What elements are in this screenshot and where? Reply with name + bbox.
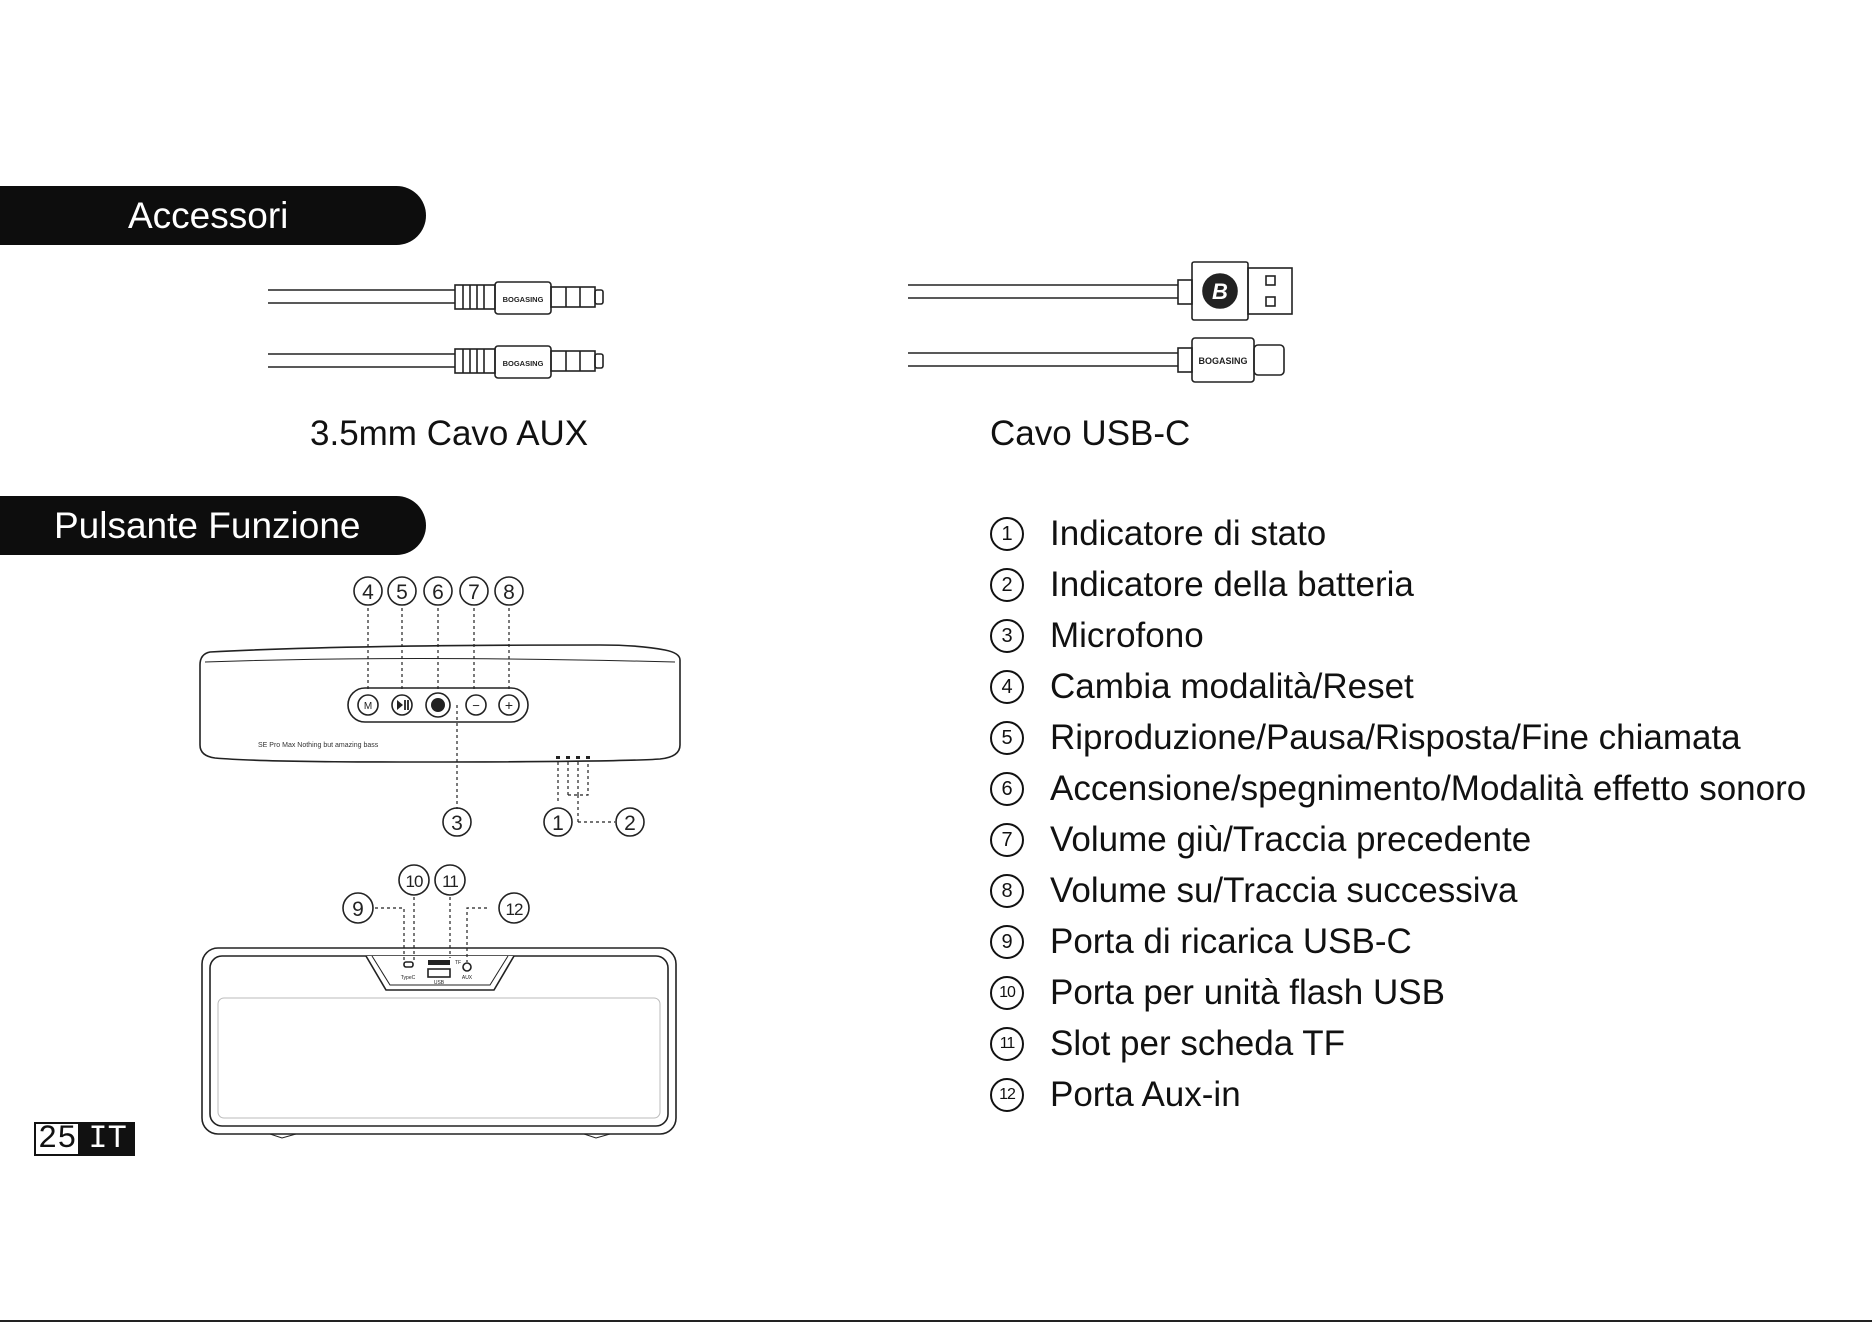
bottom-divider <box>0 1320 1872 1322</box>
function-button-list: 1 Indicatore di stato 2 Indicatore della b… <box>990 508 1806 1120</box>
callout-circles-top: 4 5 6 7 8 3 1 2 <box>353 576 645 837</box>
list-item: 8 Volume su/Traccia successiva <box>990 865 1806 916</box>
port-aux-label: AUX <box>462 975 473 981</box>
list-item-label: Porta Aux-in <box>1050 1074 1241 1114</box>
list-item-label: Indicatore della batteria <box>1050 564 1414 604</box>
section-title-accessories: Accessori <box>0 186 426 245</box>
port-usb-label: USB <box>434 980 445 986</box>
list-item-label: Microfono <box>1050 615 1204 655</box>
page-number-badge: 25 IT <box>34 1122 135 1156</box>
aux-brand-label: BOGASING <box>503 359 544 368</box>
usb-brand-label: BOGASING <box>1198 356 1247 366</box>
volume-up-icon: + <box>505 697 513 713</box>
power-button-icon <box>431 698 445 712</box>
callout-9: 9 <box>352 898 364 921</box>
speaker-front-view: TypeC USB TF AUX <box>201 947 677 1139</box>
play-pause-icon <box>397 700 403 710</box>
list-item-label: Riproduzione/Pausa/Risposta/Fine chiamat… <box>1050 717 1741 757</box>
list-item: 7 Volume giù/Traccia precedente <box>990 814 1806 865</box>
list-item-label: Porta per unità flash USB <box>1050 972 1445 1012</box>
callout-5: 5 <box>396 581 408 604</box>
list-item: 10 Porta per unità flash USB <box>990 967 1806 1018</box>
mode-button-icon: M <box>364 701 372 712</box>
callout-4: 4 <box>362 581 374 604</box>
callout-leader-lines-ports <box>375 897 487 962</box>
list-item-number: 3 <box>990 618 1024 653</box>
callout-1: 1 <box>552 812 564 835</box>
volume-down-icon: − <box>472 698 480 713</box>
port-tf-label: TF <box>455 960 461 966</box>
list-item: 6 Accensione/spegnimento/Modalità effetto… <box>990 763 1806 814</box>
list-item: 3 Microfono <box>990 610 1806 661</box>
list-item-number: 2 <box>990 567 1024 602</box>
usb-cable-caption: Cavo USB-C <box>990 414 1191 453</box>
list-item: 1 Indicatore di stato <box>990 508 1806 559</box>
list-item-number: 11 <box>990 1026 1024 1061</box>
aux-cable-illustration-1: BOGASING <box>268 281 604 315</box>
list-item-number: 4 <box>990 669 1024 704</box>
list-item: 12 Porta Aux-in <box>990 1069 1806 1120</box>
list-item: 5 Riproduzione/Pausa/Risposta/Fine chiama… <box>990 712 1806 763</box>
usb-a-cable-illustration: B <box>908 261 1293 321</box>
aux-brand-label: BOGASING <box>503 295 544 304</box>
callout-12: 12 <box>506 900 523 919</box>
brand-logo-icon: B <box>1212 279 1228 304</box>
aux-cable-caption: 3.5mm Cavo AUX <box>310 414 589 453</box>
list-item-label: Accensione/spegnimento/Modalità effetto … <box>1050 768 1807 808</box>
list-item-number: 6 <box>990 771 1024 806</box>
callout-6: 6 <box>432 581 444 604</box>
list-item-label: Volume su/Traccia successiva <box>1050 870 1518 910</box>
language-code: IT <box>80 1122 135 1156</box>
callout-10: 10 <box>406 872 423 891</box>
list-item: 2 Indicatore della batteria <box>990 559 1806 610</box>
callout-8: 8 <box>503 581 515 604</box>
usb-c-cable-illustration: BOGASING <box>908 337 1285 383</box>
speaker-top-view: M − + SE Pro Max Nothing but amazing bas… <box>199 644 681 763</box>
callout-circles-ports: 9 10 11 12 <box>342 864 530 924</box>
list-item-number: 8 <box>990 873 1024 908</box>
list-item-label: Volume giù/Traccia precedente <box>1050 819 1532 859</box>
port-typec-label: TypeC <box>401 975 416 981</box>
callout-3: 3 <box>451 812 463 835</box>
list-item: 4 Cambia modalità/Reset <box>990 661 1806 712</box>
callout-7: 7 <box>468 581 480 604</box>
list-item-label: Cambia modalità/Reset <box>1050 666 1414 706</box>
callout-11: 11 <box>442 872 458 891</box>
aux-cable-illustration-2: BOGASING <box>268 345 604 379</box>
list-item-number: 7 <box>990 822 1024 857</box>
section-title-function-buttons: Pulsante Funzione <box>0 496 426 555</box>
list-item: 9 Porta di ricarica USB-C <box>990 916 1806 967</box>
list-item-number: 5 <box>990 720 1024 755</box>
callout-2: 2 <box>624 812 636 835</box>
speaker-tagline: SE Pro Max Nothing but amazing bass <box>258 742 379 749</box>
list-item: 11 Slot per scheda TF <box>990 1018 1806 1069</box>
list-item-number: 10 <box>990 975 1024 1010</box>
list-item-label: Slot per scheda TF <box>1050 1023 1346 1063</box>
list-item-number: 9 <box>990 924 1024 959</box>
list-item-label: Porta di ricarica USB-C <box>1050 921 1412 961</box>
callout-leader-lines-top <box>367 608 615 823</box>
page-number: 25 <box>34 1122 81 1156</box>
list-item-number: 1 <box>990 516 1024 551</box>
list-item-label: Indicatore di stato <box>1050 513 1327 553</box>
list-item-number: 12 <box>990 1077 1024 1112</box>
